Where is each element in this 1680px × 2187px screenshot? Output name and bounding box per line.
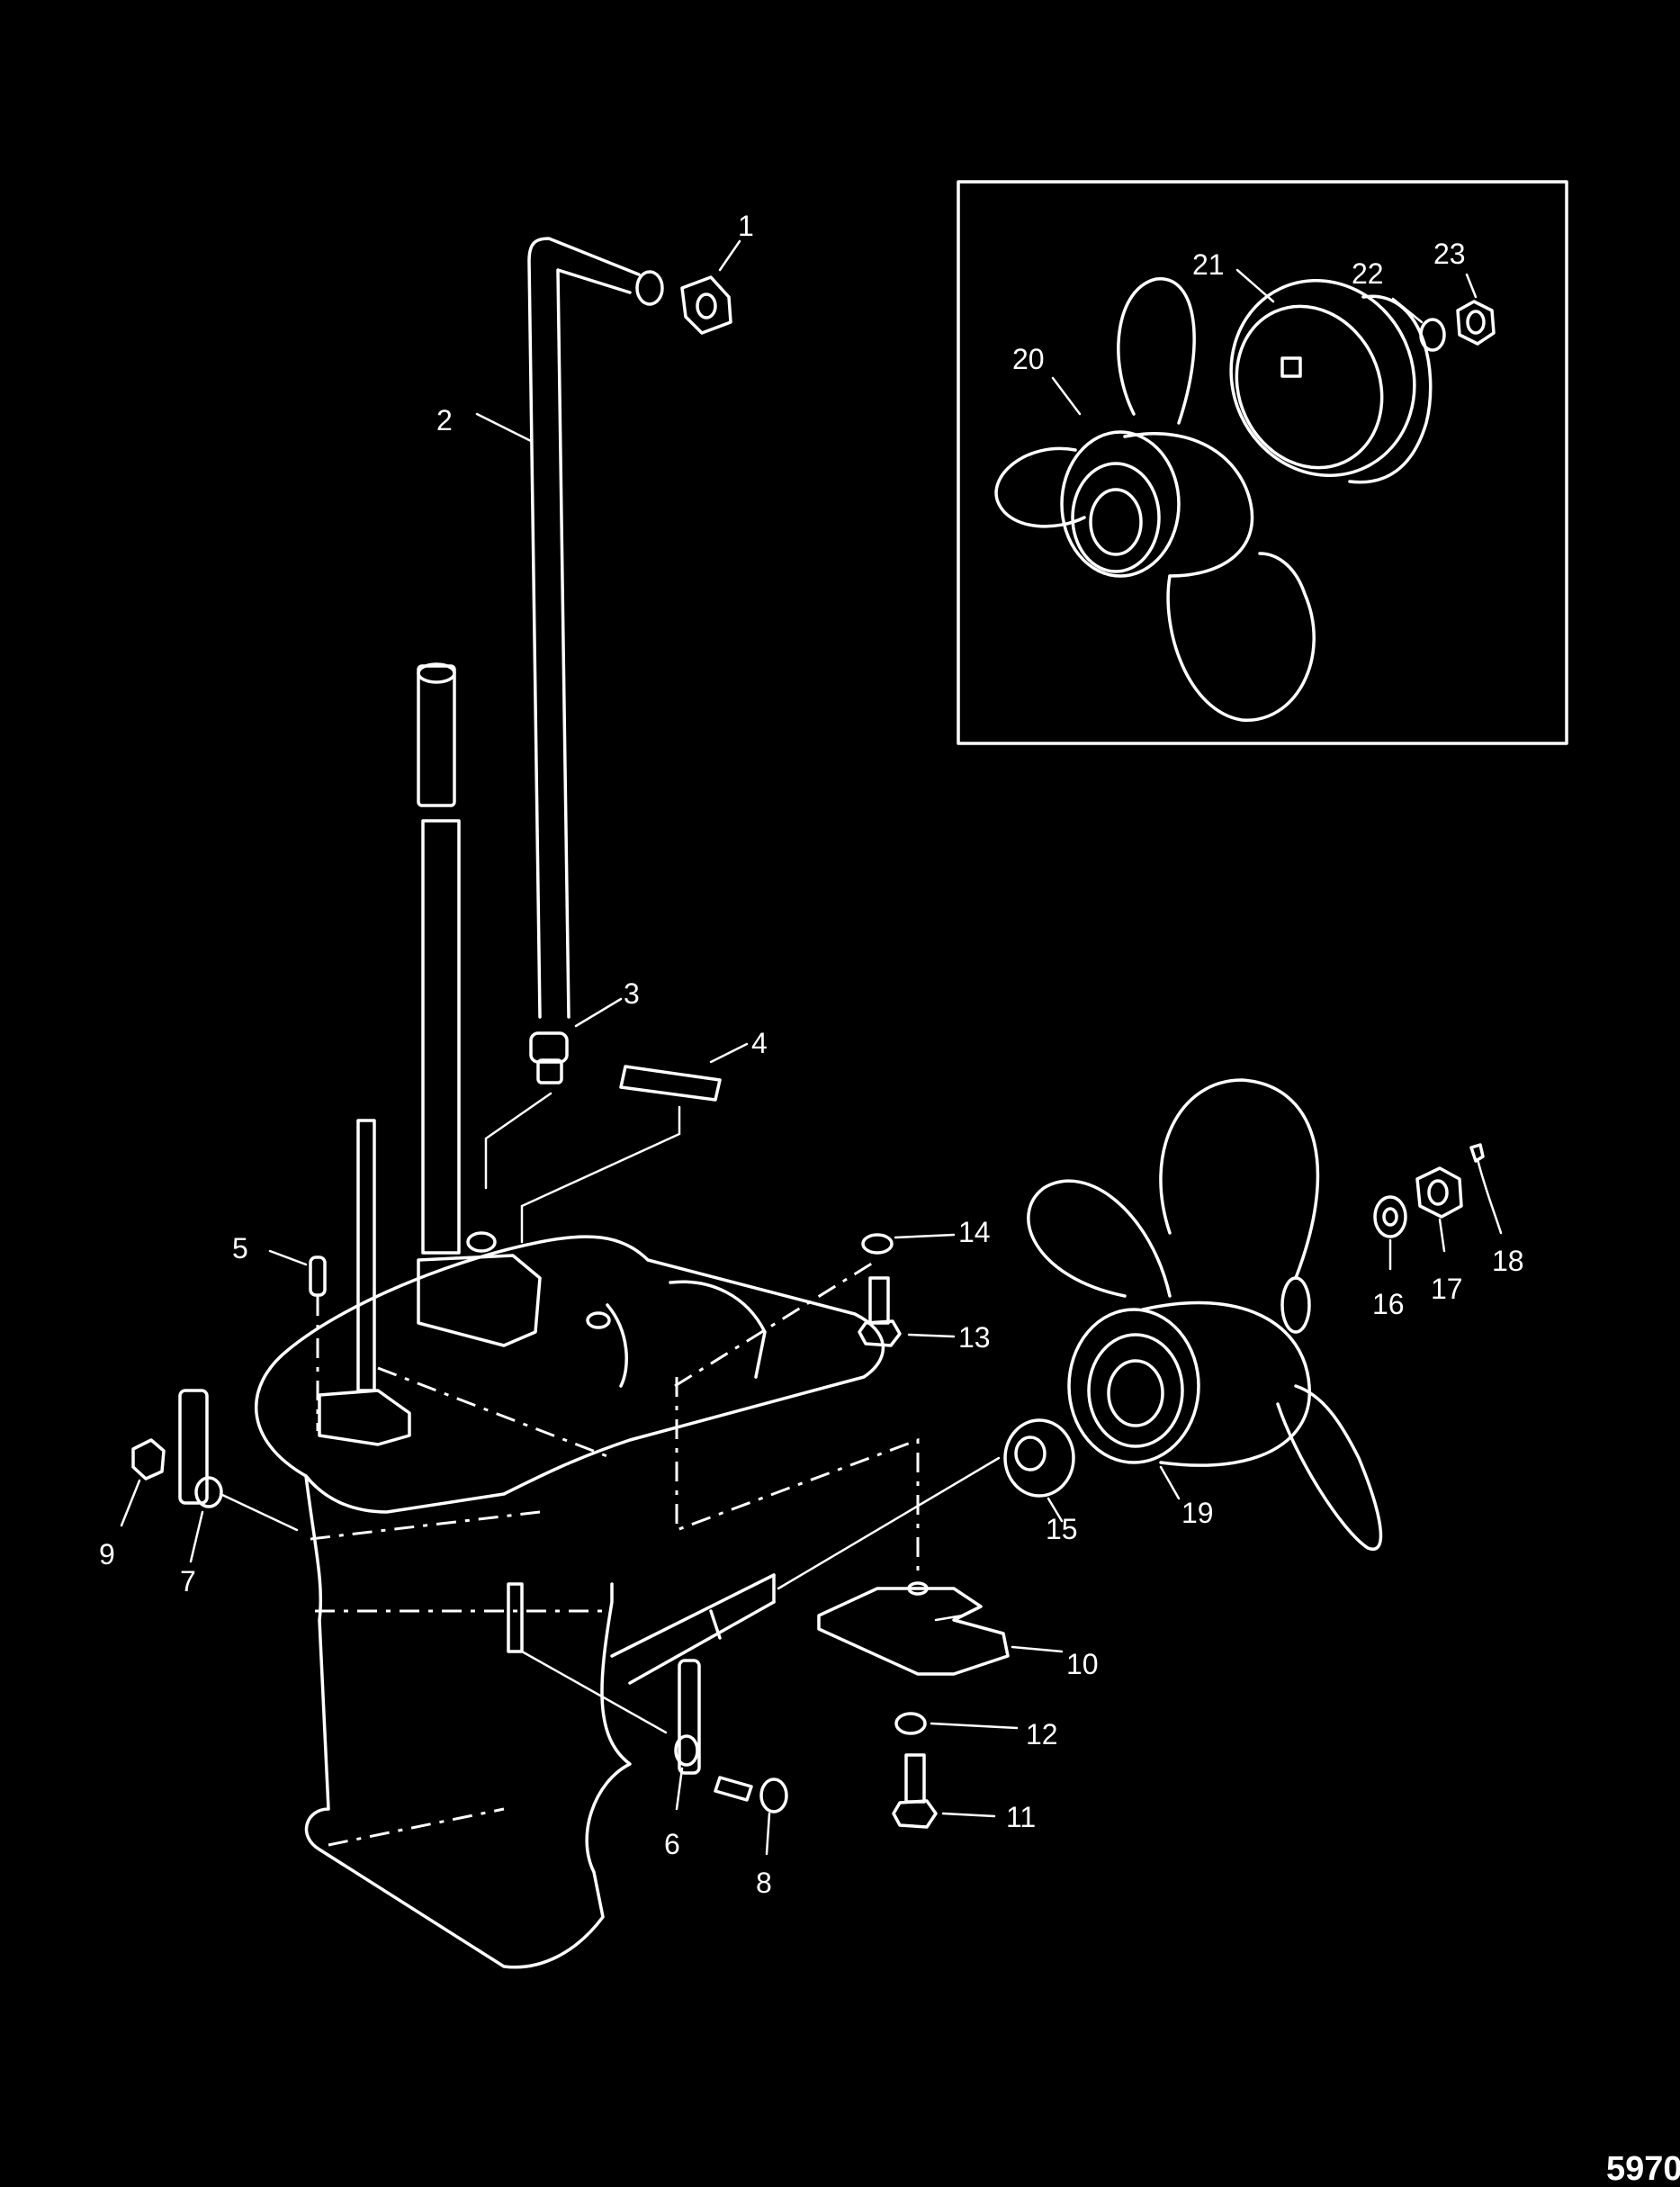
callout-12: 12	[1026, 1718, 1058, 1750]
callout-13: 13	[958, 1321, 991, 1354]
part-nut-9	[120, 1438, 166, 1527]
water-tube-2	[527, 237, 664, 1019]
callout-6: 6	[664, 1828, 680, 1860]
part-washer-14	[861, 1233, 956, 1255]
propeller-shaft	[610, 1456, 1001, 1685]
part-propeller-19	[1027, 1078, 1383, 1551]
callout-10: 10	[1066, 1648, 1099, 1680]
part-pin-5	[268, 1249, 327, 1431]
part-screw-11	[892, 1753, 996, 1829]
inset-propeller-20	[994, 277, 1316, 722]
part-grommet-3	[529, 997, 623, 1084]
callout-20: 20	[1012, 343, 1045, 375]
part-cotter-pin-18	[1469, 1143, 1503, 1235]
callout-5: 5	[232, 1232, 248, 1264]
part-seal-4	[619, 1042, 749, 1102]
figure-number: 5970	[1606, 2150, 1680, 2187]
callout-18: 18	[1492, 1245, 1524, 1277]
part-plate-6	[507, 1582, 701, 1811]
inset-nut-23	[1456, 300, 1496, 346]
part-screw-8	[714, 1776, 788, 1856]
part-washer-12	[894, 1712, 1019, 1735]
callout-2: 2	[436, 404, 453, 436]
part-anode-10	[817, 1581, 1064, 1676]
callout-17: 17	[1431, 1273, 1463, 1305]
part-nut-17	[1415, 1166, 1463, 1253]
part-thrust-hub-15	[1003, 1418, 1075, 1523]
callout-8: 8	[756, 1867, 772, 1899]
callout-4: 4	[751, 1027, 768, 1059]
callout-7: 7	[180, 1565, 196, 1598]
inset-washer-22	[1419, 318, 1446, 352]
gear-housing	[254, 1231, 885, 1969]
callout-1: 1	[738, 210, 754, 242]
drive-shaft	[417, 662, 461, 1255]
part-plate-7	[178, 1389, 299, 1563]
callout-15: 15	[1046, 1513, 1078, 1545]
callout-3: 3	[624, 977, 640, 1010]
callout-11: 11	[1006, 1801, 1036, 1833]
part-nut-1	[680, 239, 741, 335]
shift-shaft	[356, 1119, 376, 1392]
part-washer-16	[1373, 1195, 1407, 1271]
part-screw-13	[858, 1276, 956, 1347]
inset-frame	[957, 180, 1568, 745]
inset-hub-21	[1229, 278, 1433, 484]
callout-9: 9	[99, 1538, 115, 1570]
callout-16: 16	[1372, 1288, 1405, 1320]
callout-22: 22	[1352, 257, 1384, 290]
callout-14: 14	[958, 1216, 991, 1248]
callout-21: 21	[1192, 248, 1225, 281]
callout-23: 23	[1433, 238, 1466, 270]
callout-19: 19	[1181, 1497, 1214, 1529]
propeller-inset: 20 21 22 23	[957, 180, 1568, 745]
